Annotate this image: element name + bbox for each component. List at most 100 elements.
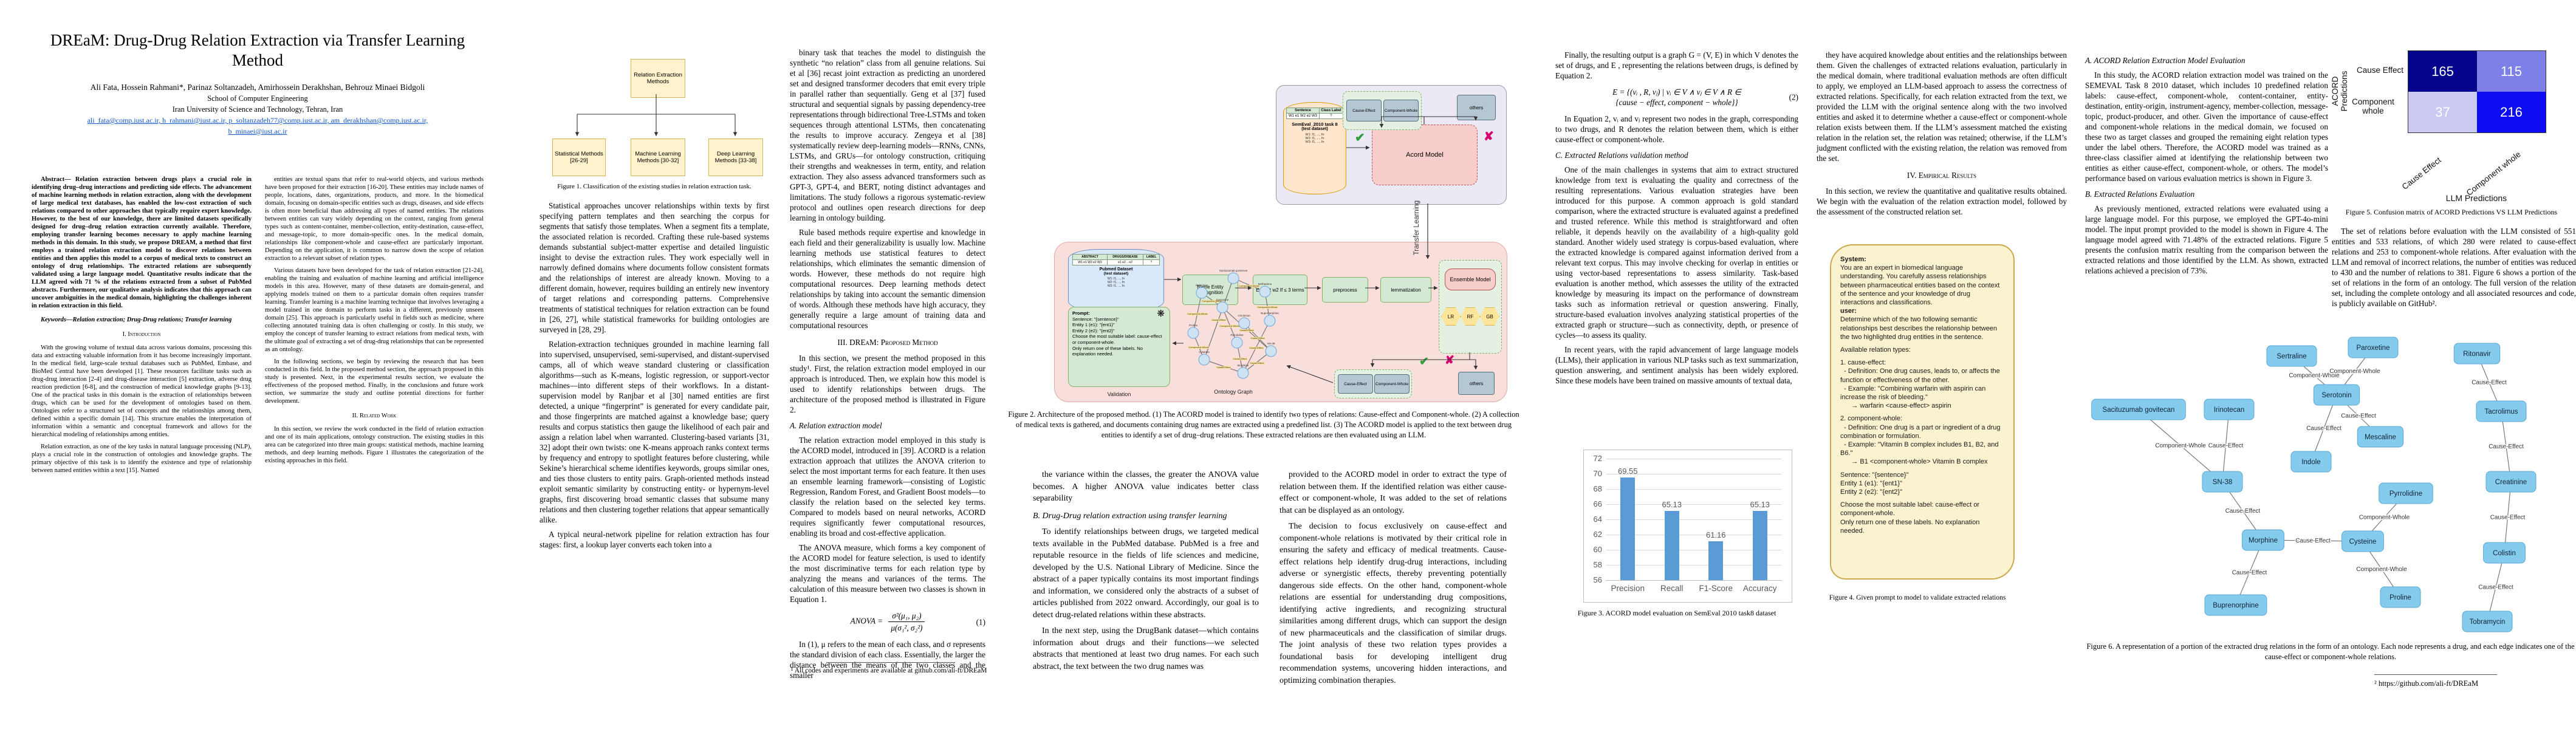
fig2-ontology-graph-label: Ontology Graph [1214, 389, 1253, 395]
footnote2-rule [2374, 674, 2497, 675]
fig3-caption: Figure 3. ACORD model evaluation on SemE… [1577, 609, 1776, 617]
graph-node [2453, 343, 2501, 364]
affiliation-school: School of Computer Engineering [207, 94, 308, 103]
check-icon: ✔ [1419, 355, 1429, 368]
fig4-user-label: user: [1840, 307, 1857, 315]
paragraph: In recent years, with the rapid advancem… [1555, 345, 1798, 385]
column-2-text: entities are textual spans that refer to… [265, 176, 484, 469]
graph-edge [1204, 278, 1234, 360]
graph-edge-label: Component-Whole [1188, 346, 1209, 349]
graph-edge-label: Cause-Effect [2489, 443, 2524, 450]
graph-edge-label: Cause-Effect [1250, 361, 1264, 364]
check-icon: ✔ [1355, 131, 1365, 145]
pubmed-feat-row: W2: f1, ..., fn [1107, 281, 1125, 284]
fig1-child-ml: Machine Learning Methods [30-32] [631, 139, 685, 176]
fig4-prompt-line: - Example: "Vitamin B complex includes B… [1840, 441, 2001, 457]
graph-node [2379, 482, 2433, 504]
graph-edge [2487, 552, 2505, 622]
author-emails-line1[interactable]: ali_fata@comp.iust.ac.ir, h_rahmani@iust… [87, 116, 428, 125]
graph-edge-label: Component-Whole [1257, 306, 1278, 309]
graph-node-label: Paroxetine [2357, 344, 2390, 352]
graph-edge [2504, 481, 2512, 553]
graph-edge [1193, 292, 1202, 334]
section-heading: II. Related Work [352, 412, 397, 419]
pubmed-dataset-name: Pubmed Dataset [1099, 267, 1133, 272]
fig1-connectors [575, 94, 738, 136]
graph-node-label: Proline [1189, 324, 1198, 327]
matrix-cell: 216 [2477, 92, 2546, 132]
graph-edge [1222, 307, 1272, 352]
keywords: Keywords—Relation extraction; Drug-Drug … [41, 317, 232, 323]
graph-node-label: Indole [2301, 459, 2320, 466]
column-1-text: Abstract— Relation extraction between dr… [32, 176, 252, 479]
author-emails-line2[interactable]: b_minaei@iust.ac.ir [228, 127, 287, 135]
fig5-col-label-component: Component whole [2464, 149, 2523, 197]
fig2-prompt-line: Sentence: "{sentence}" [1072, 316, 1119, 322]
fig4-prompt-line: Entity 1 (e1): "{ent1}" [1840, 479, 1902, 487]
graph-node [2242, 529, 2284, 551]
fig2-acord-model-box: Acord Model [1372, 125, 1478, 185]
paragraph: In the next step, using the DrugBank dat… [1033, 626, 1259, 671]
graph-edge-label: Cause-Effect [2208, 443, 2244, 450]
graph-node [2485, 471, 2537, 493]
paragraph: In this section, we review the work cond… [265, 426, 484, 464]
graph-node-label: Serotonin [2321, 392, 2351, 399]
paragraph: The set of relations before evaluation w… [2332, 227, 2576, 308]
fig2-validation-label: Validation [1107, 391, 1131, 397]
graph-edge-label: Cause-Effect [1211, 318, 1226, 321]
x-category-label: Accuracy [1742, 584, 1777, 593]
paragraph: Statistical approaches uncover relations… [540, 201, 769, 334]
paragraph: Relation-extraction techniques grounded … [540, 340, 769, 524]
fig4-prompt-line [1840, 467, 2004, 471]
y-tick-label: 60 [1593, 545, 1602, 554]
graph-node-label: Mescaline [2365, 434, 2396, 441]
column-7-text: they have acquired knowledge about entit… [1817, 50, 2067, 221]
fig4-system-text: You are an expert in biomedical language… [1840, 264, 2000, 307]
semeval-dataset-sub: (test dataset) [1301, 127, 1328, 131]
graph-edge-label: Cause-Effect [1249, 346, 1264, 349]
fig4-body-lines: Available relation types:1. cause-effect… [1840, 341, 2004, 535]
paragraph: With the growing volume of textual data … [32, 344, 252, 438]
paragraph: One of the main challenges in systems th… [1555, 165, 1798, 340]
y-tick-label: 70 [1593, 469, 1602, 478]
subsection-heading: B. Extracted Relations Evaluation [2085, 190, 2195, 199]
y-tick-label: 68 [1593, 484, 1602, 493]
paragraph: As previously mentioned, extracted relat… [2085, 204, 2328, 275]
graph-node-label: Morphine [1238, 364, 1249, 367]
fig2-prompt-line: Only return one of these labels. No expl… [1072, 345, 1143, 357]
paragraph: binary task that teaches the model to di… [790, 48, 985, 222]
graph-node-label: SN-38 [1267, 342, 1275, 345]
graph-node-label: Tacrolimus [2485, 408, 2518, 416]
title-block: DREaM: Drug-Drug Relation Extraction via… [30, 30, 485, 136]
fig2-caption: Figure 2. Architecture of the proposed m… [1008, 410, 1519, 439]
paragraph: In Equation 2, vᵢ and vⱼ represent two n… [1555, 114, 1798, 144]
fig2-component-whole-box2: Component-Whole [1374, 374, 1410, 394]
fig2-prompt-line: Entity 1 (e1): "{ent1}" [1072, 322, 1115, 328]
graph-node [1187, 327, 1199, 339]
abstract-paragraph: Abstract— Relation extraction between dr… [32, 176, 252, 309]
graph-node-label: Methadone [1258, 282, 1272, 286]
graph-node [2348, 337, 2399, 358]
graph-node-label: Buprenorphine [2213, 602, 2258, 609]
matrix-cell: 115 [2477, 51, 2546, 92]
footnote1: ¹ All codes and experiments are availabl… [791, 667, 987, 674]
grid-line [1606, 504, 1782, 505]
graph-edge [2138, 409, 2223, 482]
graph-node [2204, 594, 2267, 616]
bar [1752, 510, 1767, 580]
semeval-dataset-name: SemEval_2010 task 8 [1292, 122, 1338, 127]
chart-baseline [1606, 580, 1782, 581]
graph-node [1198, 354, 1210, 366]
fig5-caption: Figure 5. Confusion matrix of ACORD Pred… [2345, 208, 2558, 216]
cross-icon: ✘ [1445, 354, 1454, 367]
graph-node-label: Carnosine [1216, 298, 1229, 301]
graph-edge-label: Cause-Effect [1239, 329, 1254, 332]
fig4-prompt-line: Sentence: "{sentence}" [1840, 471, 1909, 479]
affiliation-university: Iran University of Science and Technolog… [172, 105, 343, 114]
graph-edge-label: Cause-Effect [2306, 425, 2341, 432]
fig4-prompt-box: System: You are an expert in biomedical … [1830, 244, 2015, 580]
semeval-feat-row: W3: f1, ..., fn [1305, 140, 1324, 144]
